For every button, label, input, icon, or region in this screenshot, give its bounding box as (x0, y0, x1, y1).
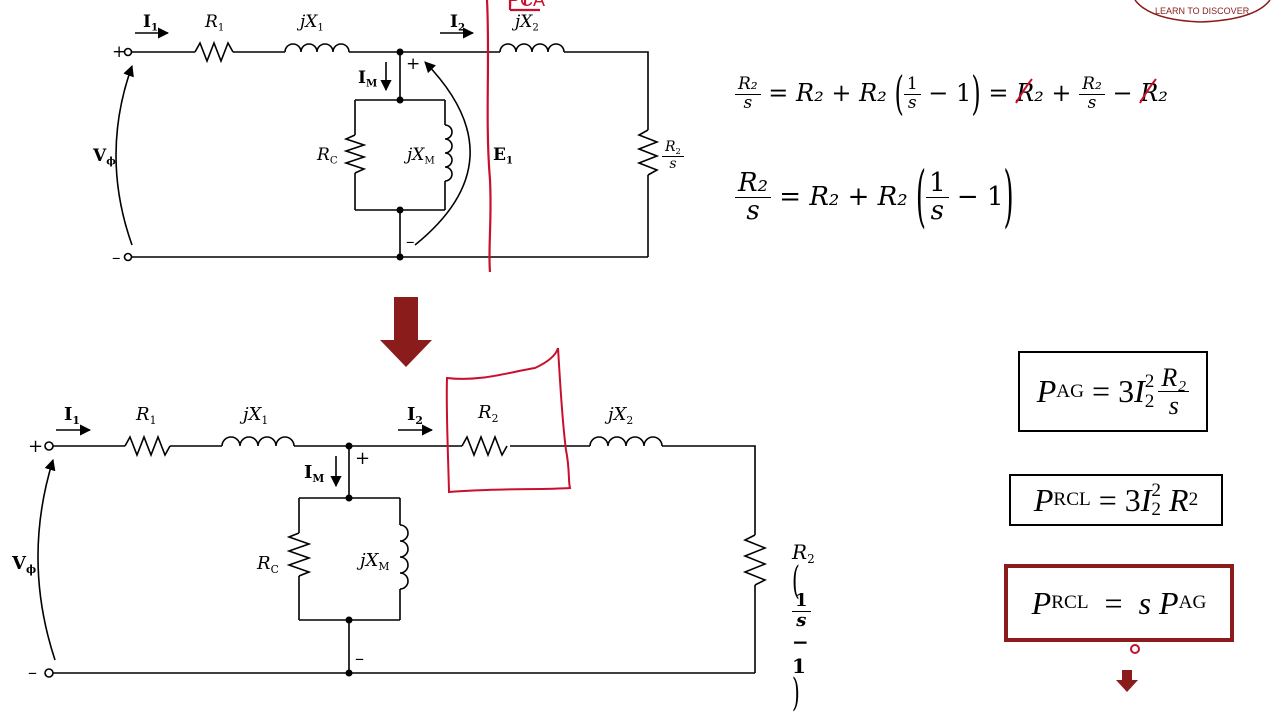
bottom-plus-sign: + (28, 436, 44, 457)
struck-term-1: R₂ (1015, 78, 1044, 107)
struck-term-2: R₂ (1139, 78, 1168, 107)
r1-resistor-bottom (124, 434, 171, 458)
red-annotation-line (485, 0, 540, 273)
rc-resistor-top (343, 134, 367, 174)
r1-resistor (194, 40, 234, 64)
pointer-dot (1130, 644, 1140, 654)
bottom-r2-label: R2 (478, 402, 499, 425)
bottom-rc-label: RC (257, 553, 279, 576)
bottom-jxm-label: jXM (360, 550, 390, 573)
bottom-i2-label: I2 (407, 404, 423, 427)
top-node-plus: + (406, 54, 421, 74)
top-rc-label: RC (317, 145, 338, 167)
bottom-node-minus: – (355, 648, 364, 669)
bottom-jx2-label: jX2 (608, 404, 634, 427)
top-jxm-label: jXM (407, 145, 435, 167)
red-annotation-text: PCA (508, 0, 546, 10)
top-circuit (115, 27, 660, 262)
jx2-inductor (499, 43, 565, 53)
top-e1-label: E1 (493, 145, 514, 167)
top-jx2-label: jX2 (515, 12, 539, 34)
jx1-inductor (284, 43, 350, 53)
top-circuit-nodes (396, 48, 404, 261)
bottom-circuit-nodes (345, 442, 353, 677)
top-vphi-label: Vϕ (93, 146, 116, 168)
jx1-inductor-bottom (221, 436, 295, 447)
top-i2-label: I2 (450, 12, 466, 34)
top-minus-sign: – (112, 248, 121, 268)
bottom-load-label: R2 ( 1 s − 1 ) (792, 540, 815, 715)
bottom-r1-label: R1 (136, 404, 157, 427)
top-jx1-label: jX1 (300, 12, 324, 34)
small-down-arrow (1116, 670, 1138, 692)
load-resistor-bottom (742, 534, 768, 586)
top-im-label: IM (358, 68, 378, 90)
bottom-jx1-label: jX1 (243, 404, 269, 427)
bottom-im-label: IM (304, 462, 325, 485)
top-node-minus: – (406, 232, 415, 252)
top-r1-label: R1 (205, 12, 225, 34)
red-highlight-box (445, 347, 572, 494)
top-plus-sign: + (112, 42, 127, 62)
bottom-circuit (37, 424, 768, 678)
bottom-node-plus: + (355, 448, 371, 469)
top-i1-label: I1 (143, 12, 159, 34)
logo-text: LEARN TO DISCOVER (1155, 6, 1250, 16)
bottom-minus-sign: – (28, 662, 37, 683)
r2-resistor-bottom (461, 434, 508, 458)
bottom-i1-label: I1 (64, 404, 80, 427)
rc-resistor-bottom (286, 532, 312, 577)
jx2-inductor-bottom (589, 436, 663, 447)
top-load-label: R2 s (662, 140, 684, 171)
load-resistor-top (636, 129, 660, 176)
down-arrow (380, 297, 432, 367)
bottom-vphi-label: Vϕ (12, 553, 37, 576)
jxm-inductor-bottom (399, 524, 409, 590)
jxm-inductor-top (444, 124, 453, 182)
logo-seal: LEARN TO DISCOVER (1134, 0, 1271, 23)
